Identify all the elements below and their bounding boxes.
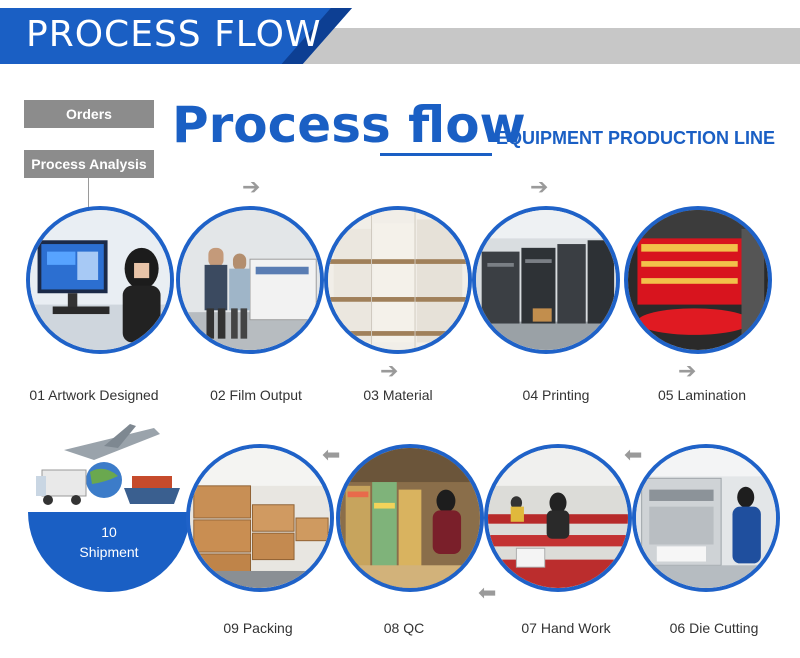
step-06-label: 06 Die Cutting bbox=[669, 620, 759, 636]
arrow-left-icon: ⬅ bbox=[322, 442, 341, 467]
step-02-photo bbox=[176, 206, 324, 354]
lamination-roll-icon bbox=[628, 210, 768, 350]
banner-grey-bar bbox=[300, 28, 800, 64]
connector-line bbox=[88, 178, 89, 210]
header-banner: PROCESS FLOW bbox=[0, 8, 800, 64]
designer-computer-icon bbox=[30, 210, 170, 350]
arrow-right-icon: ➔ bbox=[242, 174, 261, 199]
process-analysis-tag: Process Analysis bbox=[24, 150, 154, 178]
paper-stack-icon bbox=[328, 210, 468, 350]
step-04-label: 04 Printing bbox=[522, 387, 590, 403]
step-09-photo bbox=[186, 444, 334, 592]
step-03-label: 03 Material bbox=[363, 387, 433, 403]
banner-title: PROCESS FLOW bbox=[26, 14, 322, 55]
step-10-shipment: 10 Shipment bbox=[28, 420, 190, 592]
step-08-label: 08 QC bbox=[383, 620, 425, 636]
heading-main: Process flow bbox=[172, 96, 526, 154]
film-machine-icon bbox=[180, 210, 320, 350]
step-06-photo bbox=[632, 444, 780, 592]
step-03-photo bbox=[324, 206, 472, 354]
step-02-label: 02 Film Output bbox=[210, 387, 302, 403]
printing-press-icon bbox=[476, 210, 616, 350]
heading-sub: EQUIPMENT PRODUCTION LINE bbox=[496, 128, 776, 148]
step-01-label: 01 Artwork Designed bbox=[29, 387, 159, 403]
orders-tag: Orders bbox=[24, 100, 154, 128]
cartons-icon bbox=[190, 448, 330, 588]
shipment-label: Shipment bbox=[79, 544, 139, 560]
step-05-photo bbox=[624, 206, 772, 354]
arrow-right-icon: ➔ bbox=[380, 358, 399, 383]
heading-underline bbox=[380, 153, 492, 156]
arrow-right-icon: ➔ bbox=[678, 358, 697, 383]
shipment-badge: 10 Shipment bbox=[28, 512, 190, 592]
arrow-left-icon: ⬅ bbox=[624, 442, 643, 467]
workshop-icon bbox=[488, 448, 628, 588]
step-01-photo bbox=[26, 206, 174, 354]
step-08-photo bbox=[336, 444, 484, 592]
die-cutter-icon bbox=[636, 448, 776, 588]
step-05-label: 05 Lamination bbox=[658, 387, 746, 403]
step-07-photo bbox=[484, 444, 632, 592]
shipment-number: 10 bbox=[101, 524, 117, 540]
plane-truck-ship-icon bbox=[34, 420, 184, 515]
step-09-label: 09 Packing bbox=[223, 620, 293, 636]
arrow-right-icon: ➔ bbox=[530, 174, 549, 199]
arrow-left-icon: ⬅ bbox=[478, 580, 497, 605]
step-07-label: 07 Hand Work bbox=[521, 620, 611, 636]
inspection-icon bbox=[340, 448, 480, 588]
step-04-photo bbox=[472, 206, 620, 354]
